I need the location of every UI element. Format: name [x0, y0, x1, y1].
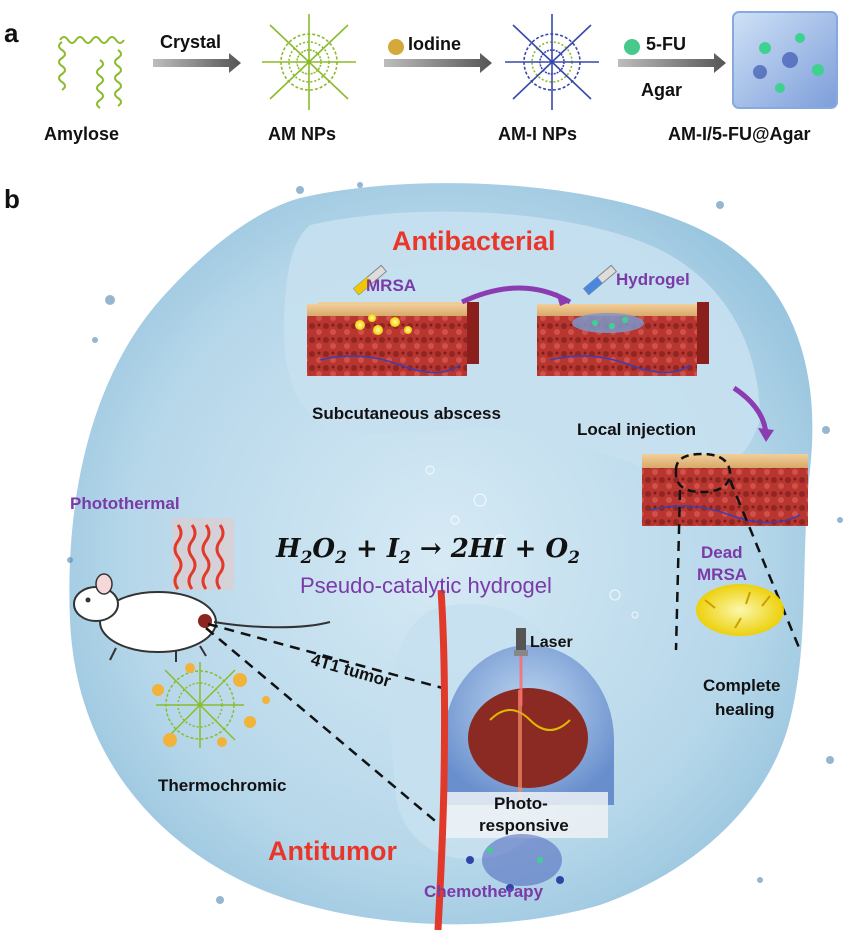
- arrow-label-crystal: Crystal: [160, 32, 222, 52]
- arrow-label-5fu: 5-FU: [646, 34, 686, 54]
- syringe-hydrogel: [582, 264, 618, 296]
- tissue-block-treated: [642, 452, 808, 526]
- tissue-block-abscess: [307, 302, 479, 376]
- zoom-dashed-lines: [674, 479, 802, 651]
- process-arrows: [153, 53, 726, 73]
- laser-label: Laser: [530, 634, 573, 651]
- arrow-head-1: [556, 292, 570, 306]
- thermochromic-label: Thermochromic: [158, 776, 287, 795]
- thermochromic-particles: [152, 662, 270, 748]
- antitumor-title: Antitumor: [268, 836, 397, 866]
- stage-hydrogel: AM-I/5-FU@Agar: [668, 124, 811, 144]
- antibacterial-title: Antibacterial: [392, 226, 556, 256]
- am-i-nps-cluster: [505, 14, 599, 110]
- pseudo-catalytic-subtitle: Pseudo-catalytic hydrogel: [300, 573, 552, 598]
- blood-vessel: [434, 589, 449, 931]
- injection-label: Local injection: [577, 420, 697, 439]
- photo-responsive-label-2: responsive: [479, 816, 569, 835]
- healing-label-1: Complete: [703, 676, 781, 695]
- arrow-label-agar: Agar: [641, 80, 683, 100]
- dead-mrsa-label: MRSA: [697, 565, 748, 584]
- stage-am-i-nps: AM-I NPs: [498, 124, 578, 144]
- syringe-mrsa: [352, 264, 388, 296]
- tumor-zoom-lines: [205, 622, 451, 826]
- mouse: [73, 573, 331, 662]
- dead-mrsa-bacterium: [696, 584, 784, 636]
- iodine-dot: [388, 39, 404, 55]
- healing-label-2: healing: [715, 700, 775, 719]
- abscess-label: Subcutaneous abscess: [312, 404, 501, 423]
- am-nps-cluster: [262, 14, 356, 110]
- dead-label: Dead: [701, 543, 743, 562]
- panel-a-letter: a: [4, 18, 19, 48]
- photothermal-label: Photothermal: [70, 494, 180, 513]
- photo-responsive-label-1: Photo-: [494, 794, 548, 813]
- panel-b-letter: b: [4, 184, 20, 214]
- hydrogel-cube: [732, 11, 838, 109]
- tissue-block-hydrogel: [537, 302, 709, 376]
- chemotherapy-label: Chemotherapy: [424, 882, 544, 901]
- hydrogel-label: Hydrogel: [616, 270, 690, 289]
- stage-amylose: Amylose: [44, 124, 120, 144]
- fu-dot: [624, 39, 640, 55]
- mrsa-label: MRSA: [366, 276, 417, 295]
- amylose-strands: [58, 36, 125, 109]
- tumor-dome: [444, 645, 614, 892]
- photothermal-waves: [172, 518, 234, 590]
- laser-device: [514, 628, 528, 706]
- arrow-label-iodine: Iodine: [408, 34, 461, 54]
- stage-am-nps: AM NPs: [268, 124, 337, 144]
- arrow-head-2: [758, 428, 774, 442]
- reaction-equation: H2O2 + I2 → 2HI + O2: [276, 534, 580, 569]
